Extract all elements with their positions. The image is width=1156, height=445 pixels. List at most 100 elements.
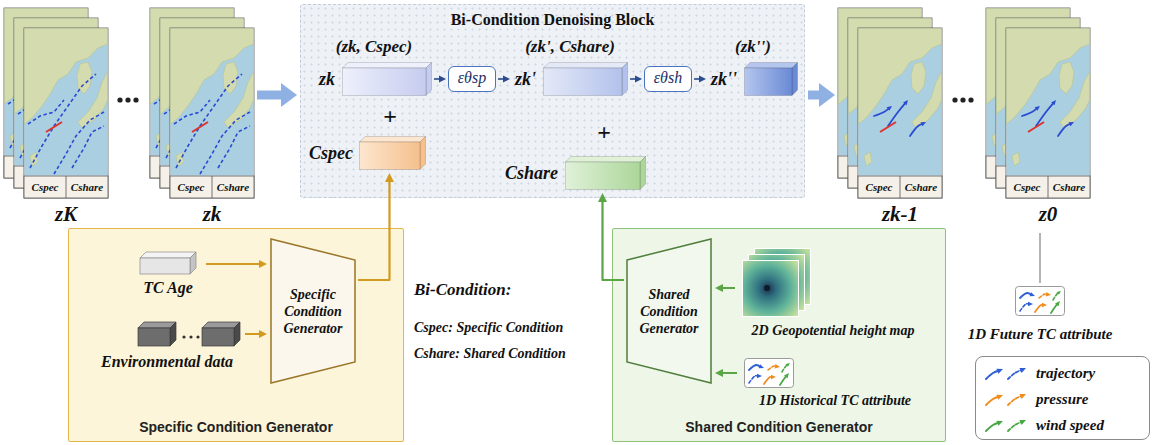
map-stack: CspecCsharezk-1 (838, 8, 942, 230)
land (1059, 62, 1074, 94)
ellipsis-dot (968, 97, 973, 102)
geopotential-tile (743, 261, 799, 317)
sample-arrow-head (1019, 368, 1026, 373)
bar-front (360, 142, 421, 170)
land (224, 72, 254, 128)
latent-label: zk (319, 68, 335, 90)
pair-label: (zk'') (735, 35, 771, 58)
sample-arrow-head (1019, 420, 1026, 425)
tile-frame (170, 28, 254, 198)
latent-label: z0 (996, 201, 1100, 227)
latent-label: zK (14, 201, 118, 227)
denoiser-label: εθsp (448, 68, 496, 88)
latent-bar: zk'' (708, 62, 798, 96)
latent-label: Cspec (309, 142, 353, 164)
bar-shape (565, 156, 646, 190)
output-label: 1D Future TC attribute (955, 324, 1125, 344)
land (912, 72, 942, 128)
ellipsis-dot (182, 335, 185, 338)
cell-label: Cshare (900, 176, 942, 198)
connector-line (808, 91, 820, 100)
future-output: 1D Future TC attribute (955, 286, 1125, 346)
icon-frame (1016, 287, 1065, 316)
connector-line (1039, 233, 1041, 283)
map-stack-art (986, 8, 1090, 200)
bar-front (544, 68, 623, 96)
mini-arrow-head (1030, 292, 1035, 296)
condition-bar: Cspec (306, 136, 426, 170)
cell-label: Cshare (1048, 176, 1090, 198)
mini-arrow (782, 365, 788, 372)
cell-label: Cspec (24, 176, 66, 198)
prism-side (234, 322, 240, 346)
plus-sign: + (597, 117, 611, 147)
track-line (28, 100, 64, 124)
attribute-icon (1015, 286, 1065, 316)
latent-bar: zk' (512, 62, 628, 96)
latent-label: zk (160, 201, 264, 227)
sample-arrow-head (996, 369, 1003, 374)
map-stack: CspecCsharezK (4, 8, 108, 230)
generator-trapezoid: Specific Condition Generator (270, 238, 356, 384)
bar-side (420, 137, 426, 170)
bar-top (745, 63, 798, 69)
bar-shape (744, 62, 798, 96)
bar-top (544, 63, 628, 69)
label-strip (24, 176, 108, 198)
strip-divider (1048, 176, 1049, 198)
sample-arrow (1008, 370, 1022, 379)
land (864, 152, 872, 166)
label-strip (858, 176, 942, 198)
input-label: Environmental data (92, 352, 242, 372)
connector-line (206, 263, 260, 265)
track-arrow (1036, 103, 1054, 126)
prism-front (138, 328, 170, 346)
track-arrow-head (1051, 100, 1056, 105)
bar-shape (342, 62, 432, 96)
map-stack: CspecCsharezk (150, 8, 254, 230)
pair-label: (zk, Cspec) (336, 35, 412, 58)
ellipsis-dot (189, 335, 192, 338)
bar-front (343, 68, 427, 96)
generator-panel: Shared Condition GeneratorShared Conditi… (612, 228, 946, 442)
mini-arrow-head (1042, 303, 1047, 308)
sea (25, 29, 108, 176)
track-arrow-head (903, 100, 908, 105)
ellipsis-dot (125, 97, 130, 102)
age-input: TC Age (133, 250, 203, 302)
track-arrow (910, 124, 923, 136)
map-tile (170, 28, 254, 198)
mini-arrow-head (1057, 291, 1061, 295)
geopotential-input: 2D Geopotential height map (738, 248, 928, 348)
generator-trapezoid: Shared Condition Generator (626, 238, 712, 384)
land (1060, 72, 1090, 128)
mini-arrow-head (775, 364, 780, 368)
denoiser-box: εθsp (448, 66, 496, 92)
flow-arrow (257, 83, 297, 107)
latent-label: zk'' (711, 68, 737, 90)
input-label: 1D Historical TC attribute (740, 392, 930, 410)
connector-line (257, 91, 282, 100)
track-red (46, 122, 62, 132)
track-line (218, 126, 250, 168)
map-tile (1006, 28, 1090, 198)
ellipsis-dot (133, 97, 138, 102)
ellipsis-dot (117, 97, 122, 102)
bar-side (640, 157, 646, 190)
environment-input: Environmental data (92, 318, 242, 378)
bar-side (426, 63, 432, 96)
mini-arrow-head (784, 373, 789, 378)
strip-divider (212, 176, 213, 198)
flow-arrow (808, 83, 835, 107)
prism-front (202, 328, 234, 346)
track-red (1028, 122, 1044, 132)
ellipsis-dot (960, 97, 965, 102)
track-line (174, 100, 210, 124)
sea (1007, 29, 1090, 176)
track-arrow-head (921, 122, 926, 126)
panel-title: Specific Condition Generator (68, 418, 404, 436)
strip-divider (900, 176, 901, 198)
link-line (1040, 233, 1041, 283)
legend-sample (984, 364, 1030, 382)
